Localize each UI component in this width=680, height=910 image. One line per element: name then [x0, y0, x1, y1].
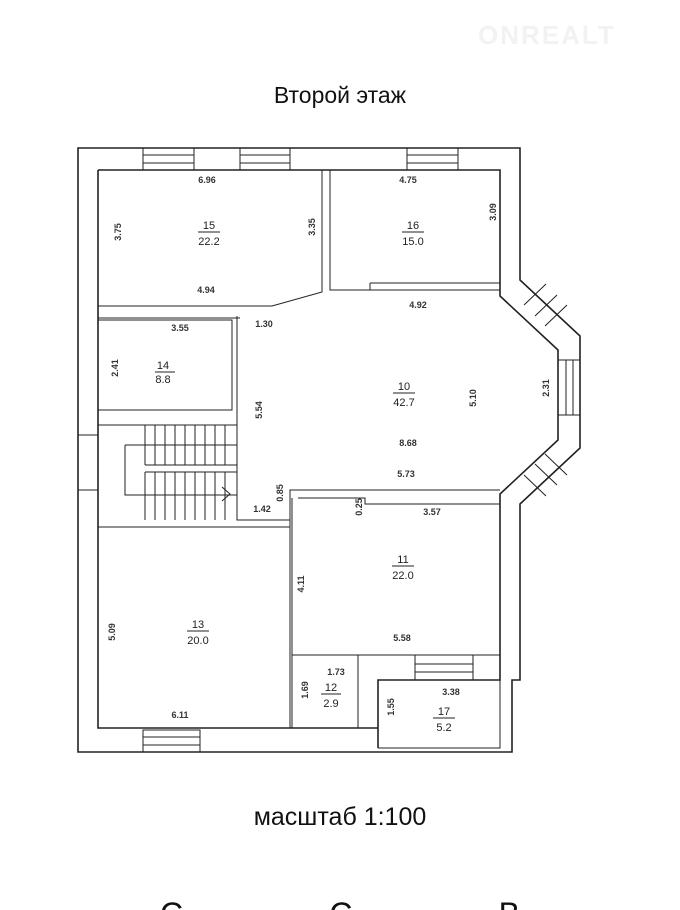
dimension-label: 5.73 [397, 469, 415, 479]
room-12-label: 122.9 [321, 682, 341, 710]
staircase [124, 425, 237, 520]
svg-text:42.7: 42.7 [393, 397, 414, 409]
footer-letter: В [499, 894, 520, 910]
svg-text:10: 10 [398, 381, 410, 393]
dimension-label: 0.25 [354, 498, 364, 516]
dimension-label: 4.11 [296, 575, 306, 592]
dimension-label: 1.30 [255, 319, 273, 329]
stair-arrow-icon [221, 486, 231, 502]
windows [77, 147, 581, 753]
svg-text:2.9: 2.9 [323, 698, 338, 710]
dimension-label: 1.73 [327, 667, 345, 677]
room-17-label: 175.2 [433, 706, 455, 734]
room-14-walls [98, 316, 500, 521]
dimension-label: 3.75 [113, 223, 123, 241]
room-14-label: 148.8 [155, 360, 175, 386]
svg-text:22.2: 22.2 [198, 236, 219, 248]
outer-wall [77, 147, 581, 753]
dimension-label: 0.85 [275, 484, 285, 502]
svg-text:13: 13 [192, 619, 204, 631]
dimension-label: 4.75 [399, 175, 417, 185]
svg-text:22.0: 22.0 [392, 570, 413, 582]
dimension-label: 1.55 [386, 698, 396, 716]
dimension-label: 5.09 [107, 623, 117, 641]
dimension-label: 4.92 [409, 300, 427, 310]
dimension-label: 5.10 [468, 389, 478, 407]
watermark-logo: ONREALT [478, 20, 616, 50]
room-13-label: 13 20.0 [187, 619, 209, 647]
dimension-label: 1.42 [253, 504, 271, 514]
dimension-label: 6.11 [171, 710, 188, 720]
scale-label: масштаб 1:100 [253, 803, 427, 831]
page-title: Второй этаж [273, 82, 407, 108]
svg-text:20.0: 20.0 [187, 635, 208, 647]
dimension-label: 3.55 [171, 323, 189, 333]
dimension-label: 2.31 [541, 379, 551, 397]
dimension-label: 2.41 [110, 359, 120, 377]
svg-text:11: 11 [397, 554, 408, 566]
dimension-label: 1.69 [300, 681, 310, 699]
svg-text:8.8: 8.8 [155, 374, 170, 386]
footer-letter: С [329, 894, 352, 910]
dimension-label: 5.58 [393, 633, 411, 643]
dimension-label: 8.68 [399, 438, 417, 448]
room-11-label: 11 22.0 [392, 554, 414, 582]
dimension-label: 6.96 [198, 175, 216, 185]
svg-text:15.0: 15.0 [402, 236, 423, 248]
footer-partial-text: С С В [160, 894, 520, 910]
inner-wall [97, 169, 559, 748]
room-10-label: 10 42.7 [393, 381, 415, 409]
dimension-label: 4.94 [197, 285, 215, 295]
room-16-label: 16 15.0 [402, 220, 424, 248]
dimension-labels: 6.96 3.75 3.35 4.94 4.75 3.09 4.92 1.30 … [107, 175, 551, 720]
room-15-label: 15 22.2 [198, 220, 220, 248]
svg-text:12: 12 [325, 682, 337, 694]
dimension-label: 5.54 [254, 401, 264, 419]
footer-letter: С [160, 894, 183, 910]
dimension-label: 3.35 [307, 218, 317, 236]
svg-text:17: 17 [438, 706, 450, 718]
svg-text:5.2: 5.2 [436, 722, 451, 734]
dimension-label: 3.57 [423, 507, 441, 517]
svg-text:15: 15 [203, 220, 215, 232]
room-15-walls [98, 170, 500, 307]
dimension-label: 3.38 [442, 687, 460, 697]
svg-text:16: 16 [407, 220, 419, 232]
dimension-label: 3.09 [488, 203, 498, 221]
svg-text:14: 14 [157, 360, 169, 372]
